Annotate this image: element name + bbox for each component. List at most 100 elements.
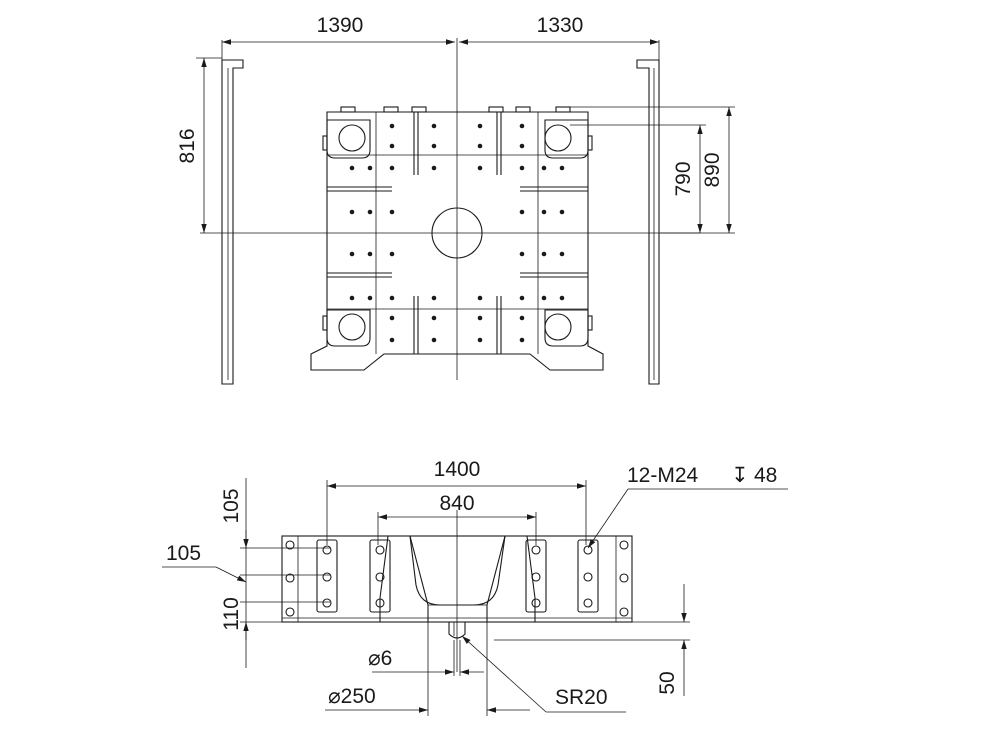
bolt-hole xyxy=(541,209,547,215)
dimension-slot-height: 790 xyxy=(570,124,735,234)
dimension-plate-height: 890 xyxy=(570,106,735,233)
bolt-hole xyxy=(367,165,373,171)
bolt-hole xyxy=(389,123,395,129)
bolt-hole xyxy=(519,295,525,301)
hole-callout: 12-M24 ↧ 48 xyxy=(587,464,788,549)
bolt-head xyxy=(375,572,385,582)
bolt-hole xyxy=(389,143,395,149)
side-bolt xyxy=(285,573,295,583)
right-tie-bar xyxy=(636,59,660,385)
bolt-hole xyxy=(477,123,483,129)
bolt-hole xyxy=(477,337,483,343)
bolt-hole xyxy=(559,295,565,301)
bolt-head xyxy=(531,598,541,608)
dimension-left-vertical: 105 110 105 xyxy=(162,478,330,668)
dim-text-phi6: ⌀6 xyxy=(368,647,392,670)
bolt-hole xyxy=(519,143,525,149)
left-tie-bar xyxy=(221,59,244,385)
bolt-hole xyxy=(519,337,525,343)
dim-text-sr20: SR20 xyxy=(555,686,608,709)
bolt-strip xyxy=(369,539,391,613)
dim-text-105-mid: 105 xyxy=(166,542,201,565)
dimension-nozzle-depth: 50 xyxy=(494,584,690,696)
bolt-head xyxy=(375,545,385,555)
top-view: 1390 1330 816 xyxy=(176,14,735,385)
bolt-hole xyxy=(431,295,437,301)
bolt-hole xyxy=(389,295,395,301)
dim-text-12-m24: 12-M24 xyxy=(627,464,699,487)
bolt-strip xyxy=(577,539,599,613)
bolt-hole xyxy=(431,123,437,129)
side-bolt xyxy=(619,540,629,550)
platen-outline xyxy=(310,106,604,371)
bolt-hole xyxy=(431,143,437,149)
bolt-hole xyxy=(559,165,565,171)
bolt-head xyxy=(531,572,541,582)
bolt-hole xyxy=(389,251,395,257)
dimension-bolt-span: 1400 xyxy=(326,458,587,545)
bolt-hole xyxy=(389,337,395,343)
bolt-hole xyxy=(389,165,395,171)
dim-text-105-top: 105 xyxy=(220,488,243,523)
bolt-hole xyxy=(431,315,437,321)
bolt-hole xyxy=(541,251,547,257)
bolt-hole xyxy=(477,315,483,321)
dimension-left-width: 1390 xyxy=(221,14,455,62)
dimension-inner-span: 840 xyxy=(377,492,537,545)
side-bolt xyxy=(285,540,295,550)
bolt-hole xyxy=(389,209,395,215)
side-view: 1400 840 12-M24 ↧ 48 105 110 xyxy=(162,458,788,716)
bolt-hole xyxy=(389,315,395,321)
bolt-hole xyxy=(431,337,437,343)
dimension-sphere-radius: SR20 xyxy=(461,635,626,713)
bolt-head xyxy=(583,545,593,555)
bolt-hole xyxy=(477,165,483,171)
bolt-hole xyxy=(349,251,355,257)
corner-pockets xyxy=(326,119,589,347)
t-slots xyxy=(327,112,588,354)
dim-text-840: 840 xyxy=(439,492,474,515)
bolt-hole xyxy=(349,295,355,301)
side-bolt xyxy=(285,607,295,617)
dim-text-1330: 1330 xyxy=(537,14,584,37)
dim-text-816: 816 xyxy=(176,128,199,163)
bolt-head xyxy=(322,598,332,608)
bolt-hole xyxy=(519,165,525,171)
bolt-hole xyxy=(541,295,547,301)
bolt-head xyxy=(322,545,332,555)
bolt-hole xyxy=(519,315,525,321)
bolt-hole xyxy=(431,165,437,171)
bolt-hole xyxy=(349,165,355,171)
dim-text-phi250: ⌀250 xyxy=(328,685,376,708)
bolt-head xyxy=(322,572,332,582)
dim-text-1390: 1390 xyxy=(317,14,364,37)
dimension-nozzle-hole: ⌀6 xyxy=(368,640,484,676)
bolt-hole xyxy=(349,209,355,215)
dim-text-110: 110 xyxy=(220,597,243,630)
locating-ring-hole xyxy=(431,207,483,259)
bolt-hole xyxy=(519,209,525,215)
bolt-hole xyxy=(559,251,565,257)
dimension-locating-ring: ⌀250 xyxy=(325,622,530,716)
bolt-hole xyxy=(367,209,373,215)
bolt-hole-pattern xyxy=(349,123,565,343)
bolt-hole xyxy=(559,209,565,215)
bolt-head xyxy=(583,572,593,582)
dimension-right-width: 1330 xyxy=(459,14,660,62)
bolt-hole xyxy=(367,295,373,301)
bolt-head xyxy=(531,545,541,555)
side-bolt xyxy=(619,607,629,617)
bolt-hole xyxy=(367,251,373,257)
dimension-tiebar-height: 816 xyxy=(176,57,222,233)
depth-symbol: ↧ xyxy=(731,464,749,487)
dim-text-1400: 1400 xyxy=(434,458,481,481)
dim-text-50: 50 xyxy=(656,671,679,694)
bolt-hole xyxy=(477,143,483,149)
bolt-hole xyxy=(519,251,525,257)
bolt-hole xyxy=(477,295,483,301)
dim-text-890: 890 xyxy=(701,152,724,187)
bolt-strip xyxy=(316,539,338,613)
dim-text-790: 790 xyxy=(672,161,695,196)
bolt-hole xyxy=(541,165,547,171)
